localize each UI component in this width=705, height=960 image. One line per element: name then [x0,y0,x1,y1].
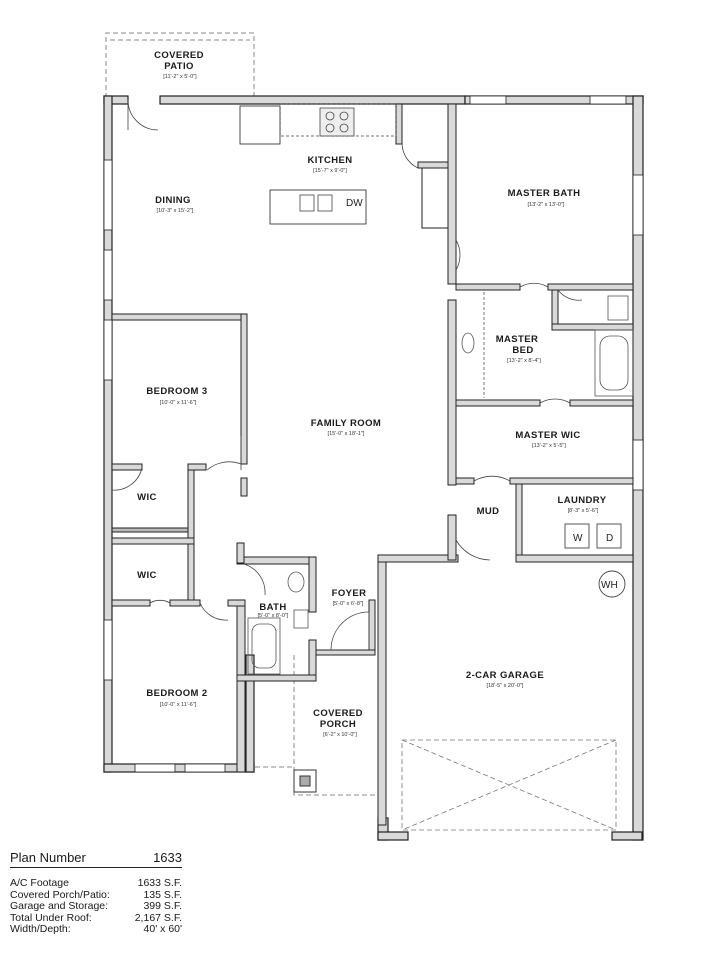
stat-label: Total Under Roof: [10,911,92,924]
mud-name: MUD [477,506,500,517]
stat-row: Width/Depth: 40' x 60' [10,924,182,936]
floor-plan: DW W D WH COVERED PATIO [11'-2" x 5'-0"]… [103,32,644,841]
covered-patio-name2: PATIO [164,61,194,72]
dryer-label: D [606,533,613,544]
kitchen-dims: [15'-7" x 9'-0"] [313,168,347,174]
bedroom3-name: BEDROOM 3 [146,386,207,397]
dining-name: DINING [155,195,191,206]
plan-number-row: Plan Number 1633 [10,850,182,868]
washer-label: W [573,533,583,544]
family-room-dims: [15'-0" x 18'-1"] [328,431,365,437]
kitchen-name: KITCHEN [307,155,352,166]
covered-porch-outline [255,655,378,796]
plan-info-table: Plan Number 1633 A/C Footage 1633 S.F. C… [10,850,182,936]
master-bed-dims: [13'-2" x 8'-4"] [507,358,541,364]
wic-lower-name: WIC [137,570,157,581]
master-bed-name2: BED [512,345,533,356]
covered-porch-dims: [6'-2" x 10'-0"] [323,732,357,738]
stat-row: A/C Footage 1633 S.F. [10,877,182,890]
stat-row: Covered Porch/Patio: 135 S.F. [10,888,182,902]
stat-value: 399 S.F. [143,900,182,913]
master-wic-dims: [13'-2" x 5'-5"] [532,443,566,449]
stat-row: Garage and Storage: 399 S.F. [10,901,182,913]
bedroom2-dims: [10'-0" x 11'-6"] [160,702,197,708]
bath-fixtures [247,292,634,675]
dishwasher-label: DW [346,198,363,209]
covered-patio-name: COVERED [154,50,204,61]
interior-walls [111,103,634,826]
bedroom2-name: BEDROOM 2 [146,688,207,699]
laundry-dims: [8'-3" x 5'-6"] [568,508,599,514]
stat-value: 135 S.F. [143,888,182,901]
bath-dims: [5'-0" x 8'-0"] [258,613,289,619]
garage-door [401,739,617,831]
bedroom3-dims: [10'-0" x 11'-6"] [160,400,197,406]
water-heater-label: WH [601,580,618,591]
master-bed-name: MASTER [496,334,539,345]
stat-label: Garage and Storage: [10,900,109,913]
foyer-name: FOYER [332,588,367,599]
wic-upper-name: WIC [137,492,157,503]
foyer-dims: [5'-0" x 6'-8"] [333,601,364,607]
master-wic-name: MASTER WIC [515,430,580,441]
garage-dims: [18'-5" x 20'-0"] [487,683,524,689]
garage-name: 2-CAR GARAGE [466,670,544,681]
family-room-name: FAMILY ROOM [311,418,381,429]
covered-porch-name: COVERED [313,708,363,719]
laundry-appliances [564,523,626,598]
stat-label: Covered Porch/Patio: [10,888,110,901]
plan-number-label: Plan Number [10,850,86,865]
windows [103,95,644,773]
master-bath-name: MASTER BATH [508,188,581,199]
stat-value: 2,167 S.F. [134,911,182,924]
stat-value: 40' x 60' [143,923,182,936]
stat-row: Total Under Roof: 2,167 S.F. [10,911,182,925]
master-bath-dims: [13'-2" x 13'-0"] [528,202,565,208]
stat-value: 1633 S.F. [137,877,182,889]
kitchen-fixtures [239,103,397,225]
covered-porch-name2: PORCH [320,719,356,730]
laundry-name: LAUNDRY [558,495,607,506]
stat-label: Width/Depth: [10,923,71,936]
stat-label: A/C Footage [10,877,69,889]
bath-name: BATH [259,602,286,613]
porch-column [293,769,317,793]
covered-patio-outline [105,32,255,98]
plan-number-value: 1633 [153,850,182,865]
doors [111,99,583,651]
covered-patio-dims: [11'-2" x 5'-0"] [163,74,197,80]
dining-dims: [10'-3" x 15'-2"] [157,208,194,214]
